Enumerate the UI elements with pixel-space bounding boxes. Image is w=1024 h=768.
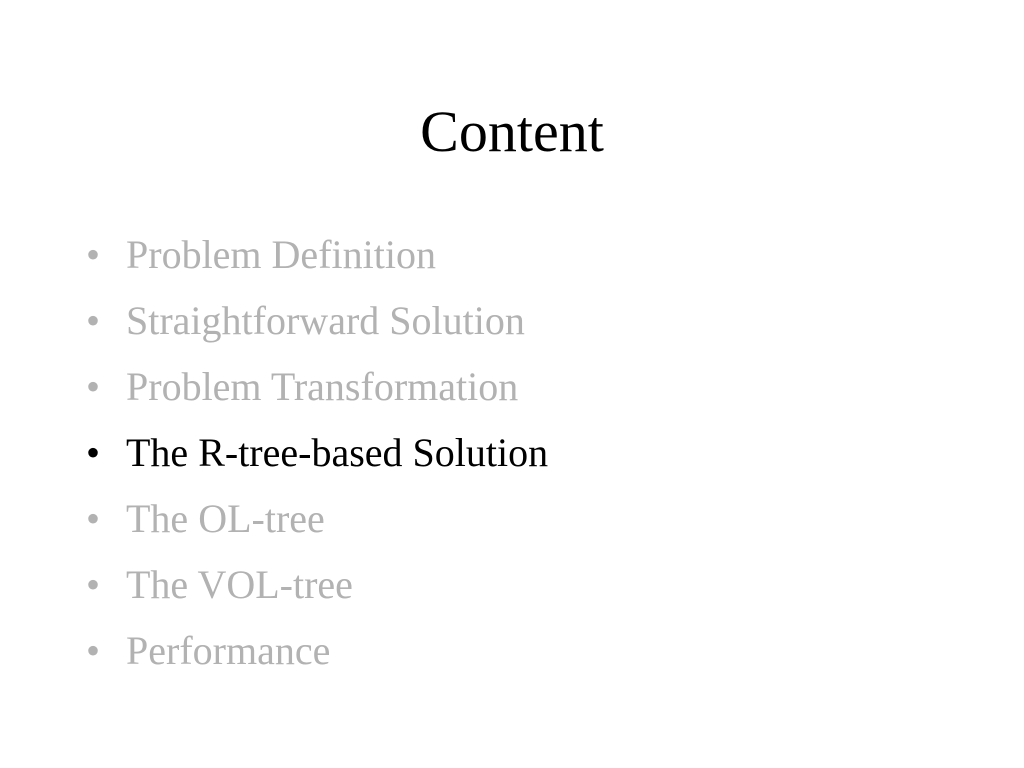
bullet-icon: •: [86, 430, 101, 475]
list-item-vol-tree: • The VOL-tree: [86, 552, 548, 618]
list-item-label: Problem Transformation: [126, 364, 519, 409]
bullet-list: • Problem Definition • Straightforward S…: [86, 222, 548, 684]
slide-title: Content: [420, 99, 604, 164]
list-item-label: Problem Definition: [126, 232, 436, 277]
list-item-label: Straightforward Solution: [126, 298, 525, 343]
list-item-label: The R-tree-based Solution: [126, 430, 549, 475]
bullet-icon: •: [86, 298, 101, 343]
list-item-r-tree-based-solution: • The R-tree-based Solution: [86, 420, 548, 486]
list-item-label: The OL-tree: [126, 496, 325, 541]
list-item-problem-definition: • Problem Definition: [86, 222, 548, 288]
bullet-icon: •: [86, 562, 101, 607]
list-item-straightforward-solution: • Straightforward Solution: [86, 288, 548, 354]
list-item-label: The VOL-tree: [126, 562, 353, 607]
bullet-icon: •: [86, 232, 101, 277]
bullet-icon: •: [86, 364, 101, 409]
bullet-icon: •: [86, 496, 101, 541]
bullet-icon: •: [86, 628, 101, 673]
list-item-label: Performance: [126, 628, 331, 673]
list-item-problem-transformation: • Problem Transformation: [86, 354, 548, 420]
list-item-ol-tree: • The OL-tree: [86, 486, 548, 552]
list-item-performance: • Performance: [86, 618, 548, 684]
